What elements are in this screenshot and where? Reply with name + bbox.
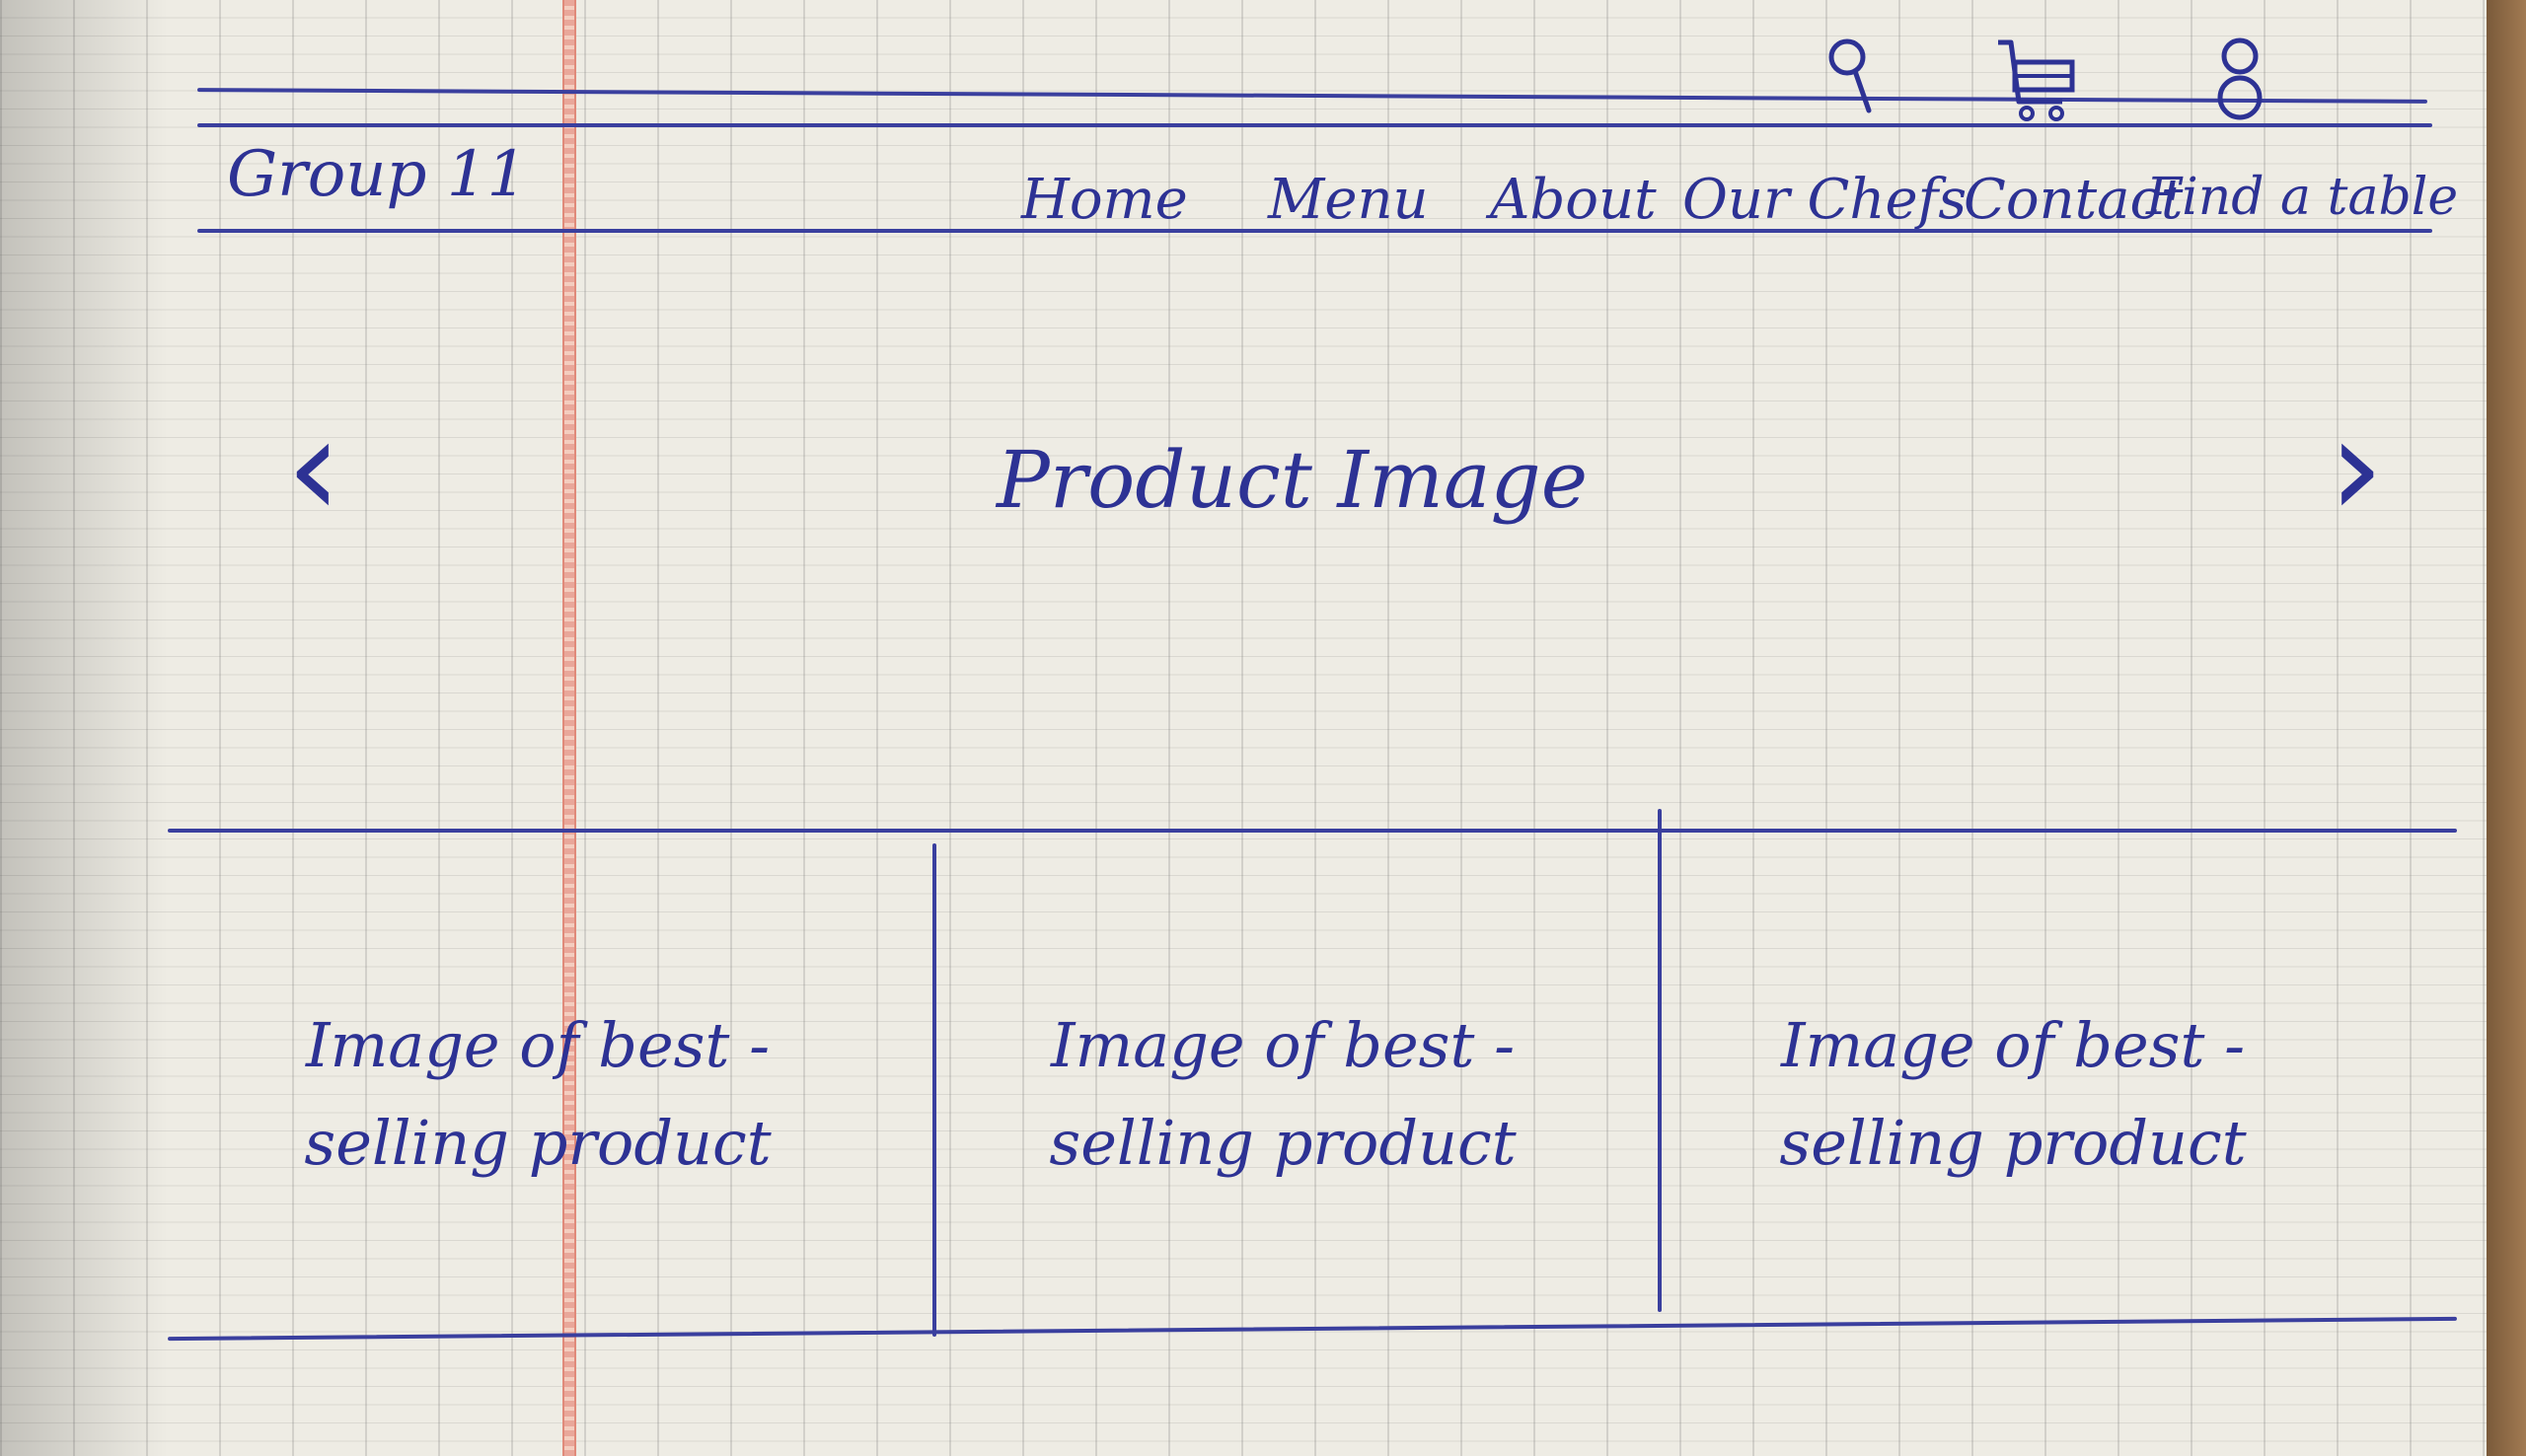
product-divider-1 — [932, 843, 936, 1337]
notebook-left-shadow — [0, 0, 168, 1456]
search-icon[interactable] — [1825, 30, 1875, 118]
products-bottom-border — [168, 1316, 2457, 1342]
nav-contact[interactable]: Contact — [1964, 168, 2184, 232]
products-top-border — [168, 829, 2457, 833]
header-top-border — [197, 88, 2427, 104]
product-card-2[interactable]: Image of best - selling product — [1049, 1009, 1517, 1180]
header-divider — [197, 123, 2432, 127]
hero-product-image: Product Image — [997, 434, 1589, 526]
header-bottom-border — [197, 229, 2432, 233]
nav-menu[interactable]: Menu — [1268, 168, 1429, 232]
cart-icon[interactable] — [1993, 35, 2082, 123]
notebook-right-edge — [2487, 0, 2526, 1456]
nav-our-chefs[interactable]: Our Chefs — [1682, 168, 1968, 232]
notebook-margin-line — [562, 0, 576, 1456]
user-icon[interactable] — [2210, 35, 2269, 128]
product-divider-2 — [1658, 809, 1662, 1312]
product-card-1[interactable]: Image of best - selling product — [304, 1009, 772, 1180]
nav-home[interactable]: Home — [1021, 168, 1188, 232]
logo[interactable]: Group 11 — [227, 138, 528, 211]
chevron-right-icon[interactable]: › — [2329, 388, 2384, 548]
nav-about[interactable]: About — [1490, 168, 1657, 232]
chevron-left-icon[interactable]: ‹ — [286, 388, 341, 548]
product-card-3[interactable]: Image of best - selling product — [1779, 1009, 2247, 1180]
nav-find-a-table[interactable]: Find a table — [2146, 168, 2459, 227]
